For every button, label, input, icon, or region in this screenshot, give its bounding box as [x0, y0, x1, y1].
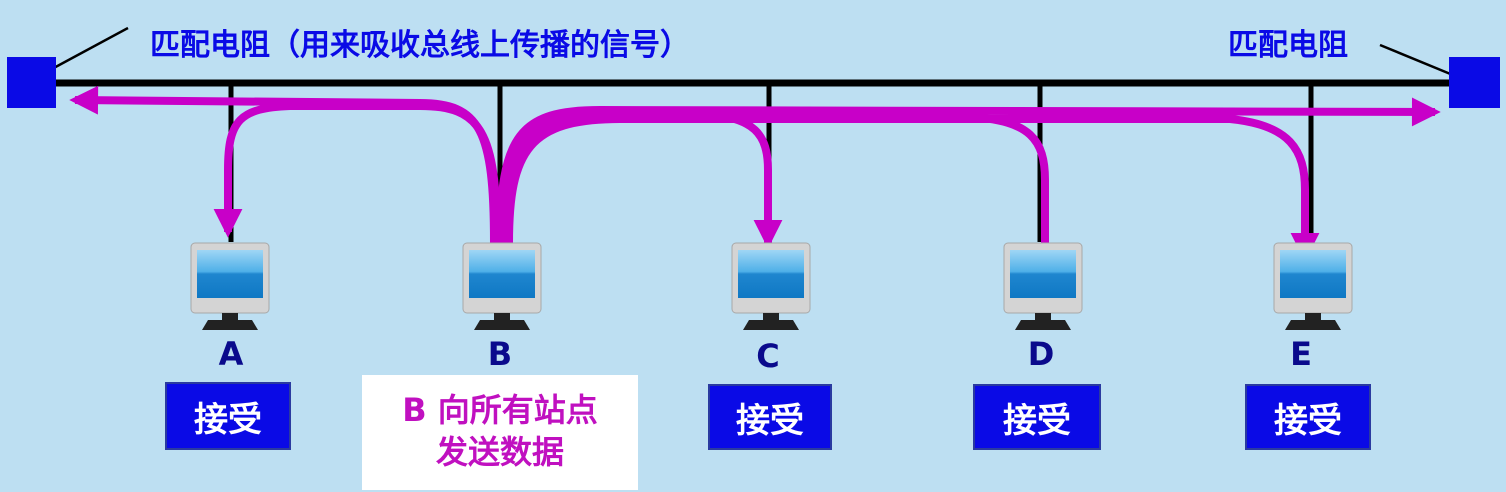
signal-arrow-a: [213, 102, 501, 244]
signal-arrow-e: [505, 115, 1320, 262]
send-line-1: B 向所有站点: [402, 391, 598, 429]
status-receive-e: 接受: [1245, 384, 1371, 450]
terminator-left: [7, 57, 56, 108]
signal-arrow-right: [496, 97, 1441, 244]
computer-icon-e: [1273, 242, 1353, 330]
status-receive-a: 接受: [165, 382, 291, 450]
computer-icon-a: [190, 242, 270, 330]
station-label-e: E: [1290, 335, 1312, 373]
terminator-caption-left: 匹配电阻（用来吸收总线上传播的信号）: [150, 28, 690, 63]
station-label-b: B: [487, 335, 513, 373]
computer-icon-c: [731, 242, 811, 330]
terminator-caption-right: 匹配电阻: [1228, 28, 1348, 63]
computer-icon-d: [1003, 242, 1083, 330]
station-label-c: C: [756, 337, 780, 375]
status-receive-c: 接受: [708, 384, 832, 450]
terminator-right: [1449, 57, 1500, 108]
send-line-2: 发送数据: [435, 433, 564, 471]
station-label-d: D: [1027, 335, 1055, 373]
signal-arrow-left: [69, 85, 498, 244]
status-receive-d: 接受: [973, 384, 1101, 450]
status-send-b: B 向所有站点 发送数据: [362, 375, 638, 490]
station-label-a: A: [218, 335, 244, 373]
computer-icon-b: [462, 242, 542, 330]
